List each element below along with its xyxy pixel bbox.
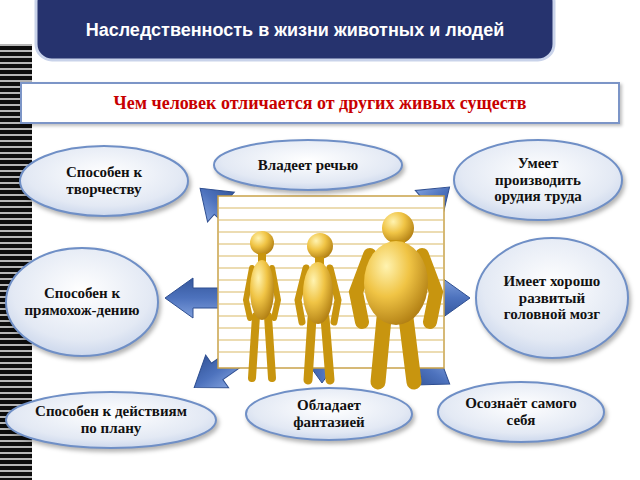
text-group: Способен к действиям по плану xyxy=(32,403,190,437)
node-text: Способен к прямохож-дению xyxy=(24,285,139,319)
question-box: Чем человек отличается от других живых с… xyxy=(20,82,620,124)
trait-oval: Способен к прямохож-дению xyxy=(4,246,160,358)
node-text: Имеет хорошо развитый головной мозг xyxy=(494,273,609,323)
trait-oval: Осознаёт самого себя xyxy=(436,380,606,444)
node-text: Способен к творчеству xyxy=(40,164,167,198)
text-group: Способен к прямохож-дению xyxy=(24,285,139,319)
text-group: Имеет хорошо развитый головной мозг xyxy=(494,273,609,323)
text-group: Способен к творчеству xyxy=(40,164,167,198)
node-text: Обладает фантазией xyxy=(266,397,392,431)
trait-oval: Обладает фантазией xyxy=(244,386,414,442)
human-figures xyxy=(246,212,436,382)
arrows xyxy=(165,172,470,404)
title-text: Наследственность в жизни животных и люде… xyxy=(86,20,505,42)
trait-oval: Способен к действиям по плану xyxy=(4,390,218,450)
text-group: Осознаёт самого себя xyxy=(458,395,584,429)
node-text: Умеет производить орудия труда xyxy=(474,155,601,205)
node-text: Чем человек отличается от других живых с… xyxy=(30,93,610,114)
trait-oval: Умеет производить орудия труда xyxy=(452,138,624,222)
node-text: Осознаёт самого себя xyxy=(458,395,584,429)
trait-oval: Имеет хорошо развитый головной мозг xyxy=(474,236,630,360)
node-text: Способен к действиям по плану xyxy=(32,403,190,437)
text-group: Обладает фантазией xyxy=(266,397,392,431)
trait-oval: Способен к творчеству xyxy=(18,144,190,218)
text-group: Владеет речью xyxy=(237,157,379,174)
text-group: Чем человек отличается от других живых с… xyxy=(30,93,610,114)
title-area: Наследственность в жизни животных и люде… xyxy=(70,2,520,60)
node-text: Владеет речью xyxy=(237,157,379,174)
text-group: Умеет производить орудия труда xyxy=(474,155,601,205)
title-banner xyxy=(36,0,554,60)
trait-oval: Владеет речью xyxy=(212,138,404,192)
